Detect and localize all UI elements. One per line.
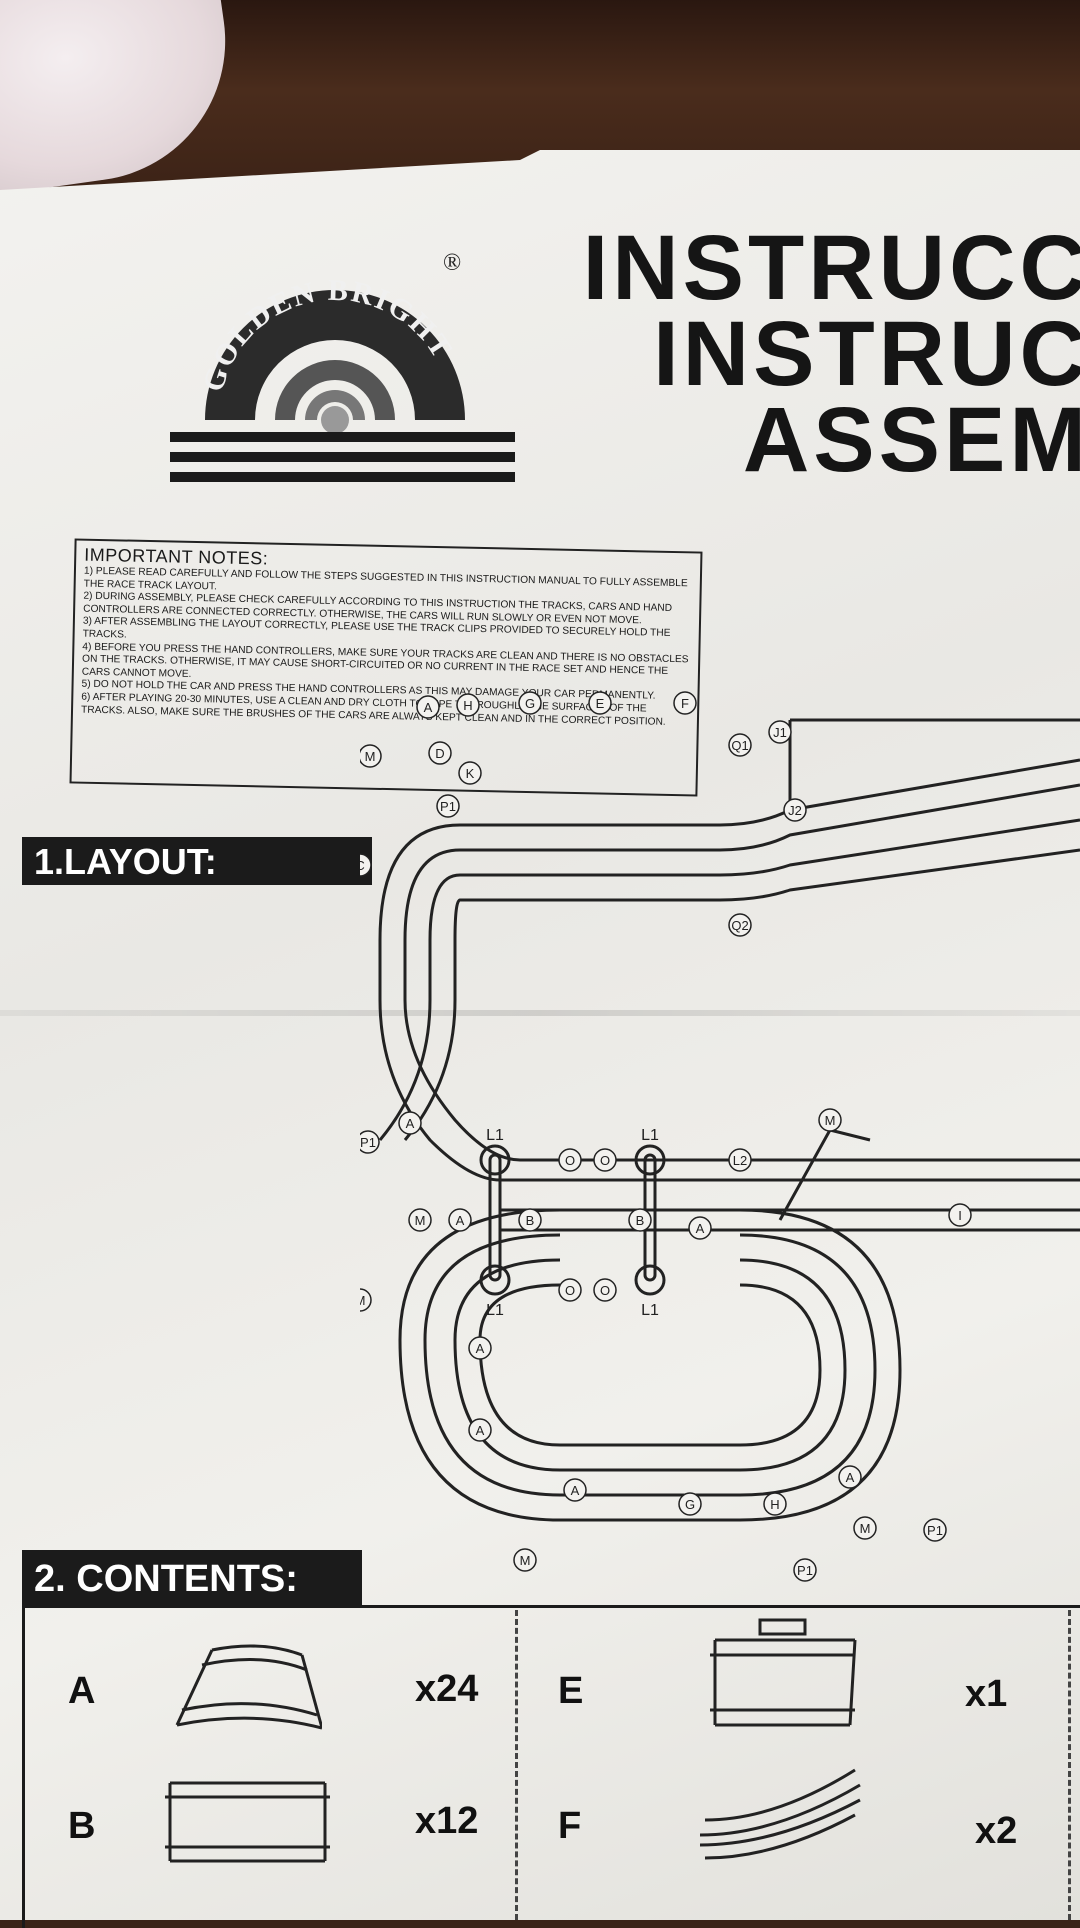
svg-text:A: A bbox=[476, 1341, 485, 1356]
svg-text:A: A bbox=[406, 1116, 415, 1131]
title-line-3: ASSEM bbox=[742, 389, 1080, 491]
svg-text:C: C bbox=[360, 858, 365, 873]
svg-text:L1: L1 bbox=[486, 1127, 504, 1144]
svg-text:O: O bbox=[600, 1153, 610, 1168]
svg-text:D: D bbox=[435, 746, 444, 761]
track-layout-diagram: A H G E F J1 J2 Q1 Q2 M D K P1 C P1 A M … bbox=[360, 691, 1080, 1582]
svg-text:E: E bbox=[596, 696, 605, 711]
svg-text:Q2: Q2 bbox=[731, 918, 748, 933]
curved-track-piece-icon bbox=[175, 1644, 322, 1730]
svg-text:Q1: Q1 bbox=[731, 738, 748, 753]
svg-text:F: F bbox=[681, 696, 689, 711]
svg-text:J2: J2 bbox=[788, 803, 802, 818]
svg-text:I: I bbox=[958, 1208, 962, 1223]
contents-table bbox=[22, 1605, 1080, 1928]
svg-text:H: H bbox=[463, 698, 472, 713]
instruction-sheet bbox=[0, 150, 1080, 1920]
manual-title: INSTRUCC INSTRUC ASSEM bbox=[582, 217, 1080, 491]
svg-text:P1: P1 bbox=[360, 1135, 376, 1150]
svg-text:J1: J1 bbox=[773, 725, 787, 740]
svg-text:O: O bbox=[565, 1283, 575, 1298]
paper-fold bbox=[0, 1010, 1080, 1016]
svg-text:M: M bbox=[860, 1521, 871, 1536]
svg-text:A: A bbox=[476, 1423, 485, 1438]
svg-text:L1: L1 bbox=[641, 1302, 659, 1319]
svg-text:A: A bbox=[846, 1470, 855, 1485]
svg-text:A: A bbox=[571, 1483, 580, 1498]
part-qty: x2 bbox=[975, 1810, 1018, 1852]
part-qty: x1 bbox=[965, 1673, 1008, 1715]
svg-text:O: O bbox=[565, 1153, 575, 1168]
lane-change-track-piece-icon bbox=[699, 1768, 861, 1860]
svg-text:B: B bbox=[636, 1213, 645, 1228]
svg-text:G: G bbox=[525, 696, 535, 711]
part-letter: E bbox=[558, 1670, 584, 1712]
contents-section-label: 2. CONTENTS: bbox=[22, 1550, 362, 1606]
title-line-1: INSTRUCC bbox=[582, 217, 1080, 319]
title-line-2: INSTRUC bbox=[653, 303, 1080, 405]
power-track-piece-icon bbox=[710, 1618, 857, 1727]
svg-text:M: M bbox=[520, 1553, 531, 1568]
svg-text:G: G bbox=[685, 1497, 695, 1512]
svg-text:L1: L1 bbox=[641, 1127, 659, 1144]
svg-text:M: M bbox=[415, 1213, 426, 1228]
part-letter: B bbox=[68, 1805, 96, 1847]
svg-text:P1: P1 bbox=[797, 1563, 813, 1578]
svg-text:B: B bbox=[526, 1213, 535, 1228]
svg-text:H: H bbox=[770, 1497, 779, 1512]
golden-bright-logo: GOLDEN BRIGHT ® bbox=[170, 250, 515, 482]
svg-text:L1: L1 bbox=[486, 1302, 504, 1319]
svg-text:L2: L2 bbox=[733, 1153, 747, 1168]
contents-divider bbox=[1068, 1610, 1071, 1920]
svg-text:M: M bbox=[825, 1113, 836, 1128]
layout-section-label: 1.LAYOUT: bbox=[22, 837, 372, 885]
straight-track-piece-icon bbox=[165, 1781, 330, 1863]
part-letter: A bbox=[68, 1670, 96, 1712]
svg-text:O: O bbox=[600, 1283, 610, 1298]
part-qty: x12 bbox=[415, 1800, 479, 1842]
svg-text:A: A bbox=[456, 1213, 465, 1228]
svg-text:M: M bbox=[365, 749, 376, 764]
part-letter: F bbox=[558, 1805, 582, 1847]
part-qty: x24 bbox=[415, 1668, 479, 1710]
svg-text:P1: P1 bbox=[927, 1523, 943, 1538]
svg-text:A: A bbox=[424, 700, 433, 715]
contents-divider bbox=[515, 1610, 518, 1920]
registered-mark: ® bbox=[443, 250, 461, 276]
svg-text:K: K bbox=[466, 766, 475, 781]
svg-text:A: A bbox=[696, 1221, 705, 1236]
svg-text:P1: P1 bbox=[440, 799, 456, 814]
svg-text:M: M bbox=[360, 1293, 365, 1308]
